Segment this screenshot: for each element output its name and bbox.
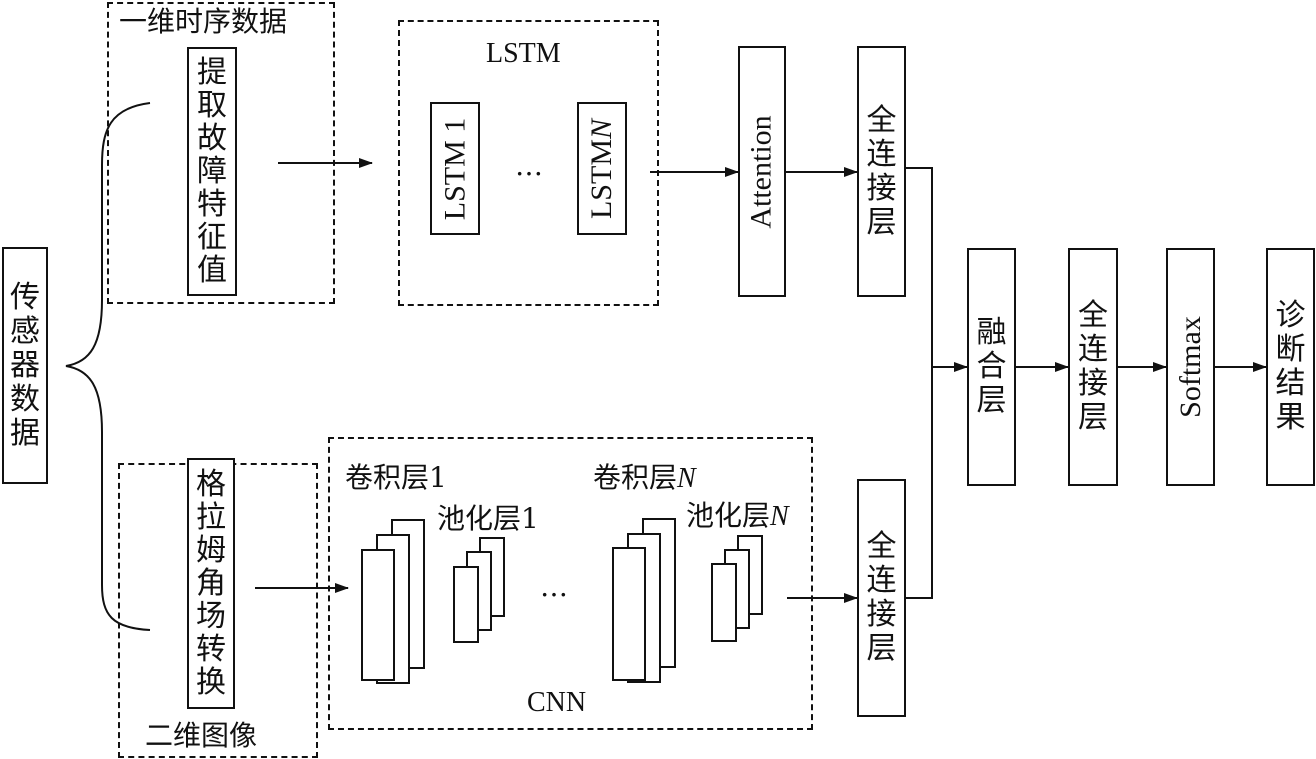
pool-layer-1-maps bbox=[453, 537, 505, 643]
fc-final-box: 全连接层 bbox=[1068, 248, 1118, 486]
conv-layer-1-maps bbox=[361, 519, 425, 684]
pool-layer-n-label: 池化层N bbox=[686, 499, 789, 533]
sensor-data-label: 传感器数据 bbox=[10, 279, 40, 451]
conv-layer-n-label: 卷积层N bbox=[593, 461, 696, 495]
lstm-n-label: LSTM N bbox=[585, 118, 618, 219]
fusion-layer-label: 融合层 bbox=[976, 315, 1007, 418]
lstm-group bbox=[398, 20, 659, 306]
cnn-ellipsis: … bbox=[540, 570, 568, 603]
fusion-layer-box: 融合层 bbox=[967, 248, 1016, 486]
lstm-n-symbol: N bbox=[585, 118, 618, 139]
lstm-1-box: LSTM 1 bbox=[430, 102, 480, 235]
fc-top-label: 全连接层 bbox=[866, 102, 897, 240]
attention-box: Attention bbox=[738, 46, 786, 297]
fc-final-label: 全连接层 bbox=[1078, 298, 1108, 435]
gramian-angular-field-label: 格拉姆角场转换 bbox=[196, 467, 226, 700]
softmax-label: Softmax bbox=[1173, 316, 1207, 418]
pool-n-symbol: N bbox=[770, 501, 789, 532]
softmax-box: Softmax bbox=[1166, 248, 1215, 486]
connector-bottom-fc-merge bbox=[906, 367, 933, 599]
conv-n-symbol: N bbox=[677, 463, 696, 494]
pool-layer-n-maps bbox=[711, 535, 763, 642]
lstm-1-label: LSTM 1 bbox=[438, 117, 472, 220]
fc-bottom-label: 全连接层 bbox=[866, 529, 897, 666]
2d-image-label: 二维图像 bbox=[145, 719, 258, 752]
conv-layer-n-maps bbox=[612, 518, 676, 683]
pool-layer-1-label: 池化层1 bbox=[437, 502, 539, 535]
fc-top-box: 全连接层 bbox=[857, 46, 906, 297]
attention-label: Attention bbox=[745, 114, 779, 229]
lstm-ellipsis: … bbox=[515, 149, 543, 182]
diagnosis-result-label: 诊断结果 bbox=[1275, 298, 1306, 435]
branch-brace bbox=[65, 102, 151, 631]
cnn-group-label: CNN bbox=[527, 687, 587, 718]
diagnosis-result-box: 诊断结果 bbox=[1266, 248, 1315, 486]
extract-fault-features-box: 提取故障特征值 bbox=[187, 47, 237, 296]
lstm-group-label: LSTM bbox=[486, 38, 561, 69]
lstm-n-box: LSTM N bbox=[577, 102, 627, 235]
1d-timeseries-label: 一维时序数据 bbox=[119, 5, 288, 38]
extract-fault-features-label: 提取故障特征值 bbox=[197, 55, 227, 288]
sensor-data-box: 传感器数据 bbox=[2, 247, 48, 484]
1d-timeseries-group bbox=[107, 2, 335, 304]
connector-top-fc-merge bbox=[906, 167, 933, 367]
fc-bottom-box: 全连接层 bbox=[857, 479, 906, 717]
gramian-angular-field-box: 格拉姆角场转换 bbox=[187, 458, 235, 709]
conv-layer-1-label: 卷积层1 bbox=[345, 461, 447, 494]
cnn-group bbox=[328, 437, 813, 730]
